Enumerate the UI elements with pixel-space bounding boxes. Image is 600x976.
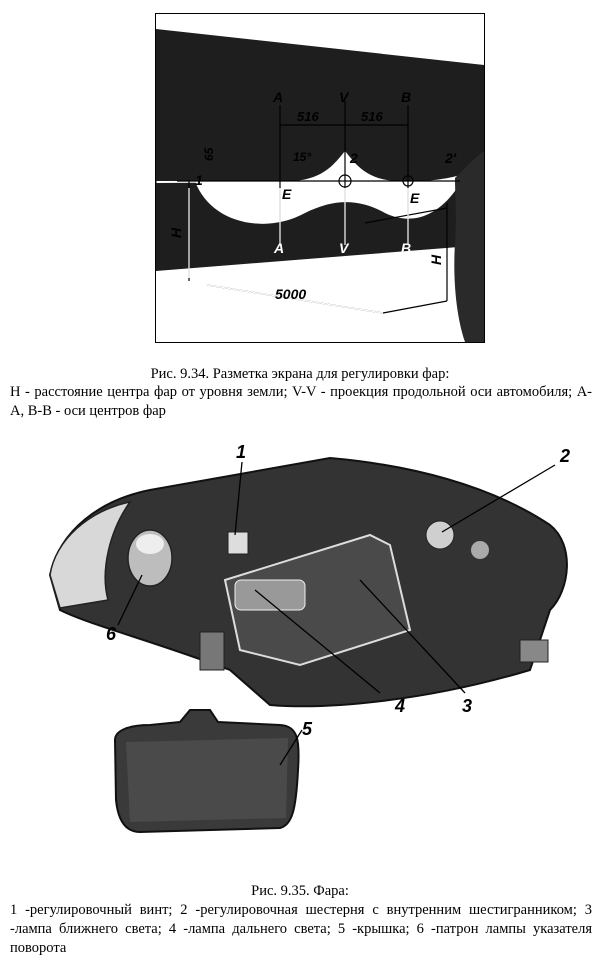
label-e-right: E xyxy=(410,190,420,206)
callout-1: 1 xyxy=(236,442,246,462)
label-dist-left: 516 xyxy=(297,109,319,124)
label-angle: 15° xyxy=(293,150,311,164)
callout-2: 2 xyxy=(559,446,570,466)
label-e-left: E xyxy=(282,186,292,202)
label-point-1: 1 xyxy=(195,172,203,188)
figure-9-34-caption-title: Рис. 9.34. Разметка экрана для регулиров… xyxy=(150,366,450,382)
figure-9-35-caption-title: Рис. 9.35. Фара: xyxy=(251,883,349,899)
headlamp-illustration: 1 2 3 4 5 6 xyxy=(48,442,570,834)
label-b-top: B xyxy=(401,89,411,105)
label-point-2-prime: 2' xyxy=(444,150,457,166)
label-distance: 5000 xyxy=(275,286,306,302)
figure-9-35-caption-body: 1 -регулировочный винт; 2 -регулировочна… xyxy=(10,902,592,956)
callout-3: 3 xyxy=(462,696,472,716)
figure-9-34-caption-body: Н - расстояние центра фар от уровня земл… xyxy=(10,384,592,419)
label-a-bottom: A xyxy=(273,240,284,256)
label-offset: 65 xyxy=(202,147,216,161)
label-h-left: H xyxy=(168,227,184,238)
label-h-right: H xyxy=(428,254,444,265)
callout-5: 5 xyxy=(302,719,313,739)
label-a-top: A xyxy=(272,89,283,105)
label-point-2: 2 xyxy=(349,150,358,166)
label-v-top: V xyxy=(339,89,350,105)
callout-6: 6 xyxy=(106,624,117,644)
label-dist-right: 516 xyxy=(361,109,383,124)
callout-4: 4 xyxy=(394,696,405,716)
label-b-bottom: B xyxy=(401,240,411,256)
headlight-screen-diagram: A V B 516 516 65 15° 2 2' 1 E E H A V B … xyxy=(155,13,485,343)
label-v-bottom: V xyxy=(339,240,350,256)
